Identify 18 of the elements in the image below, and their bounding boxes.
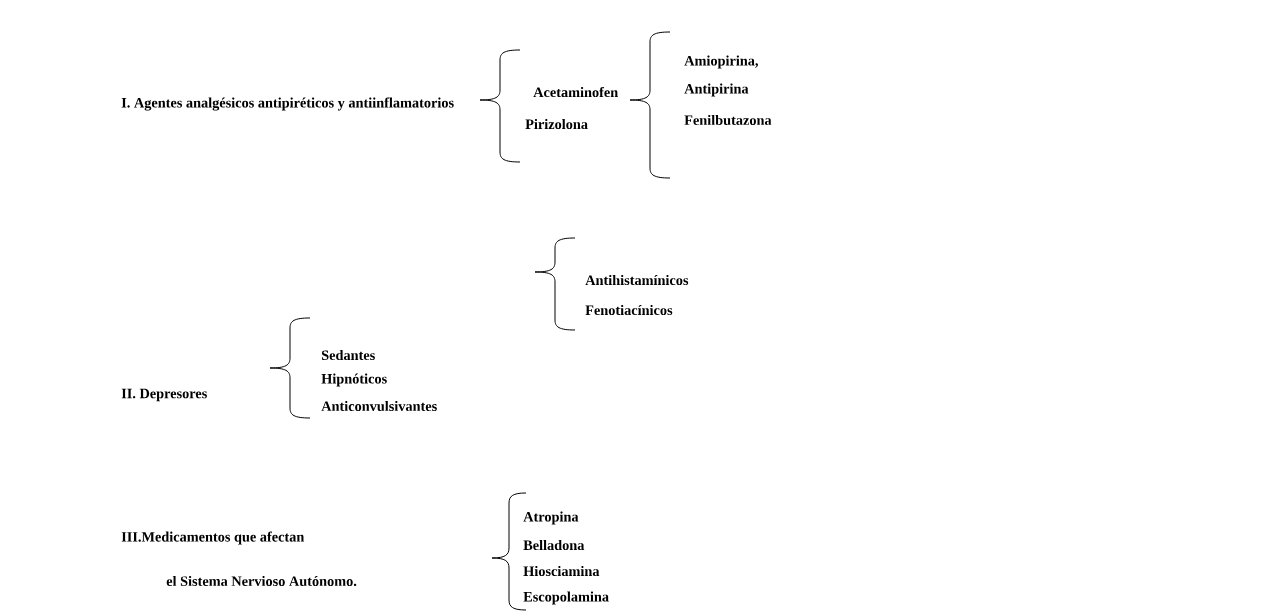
drug-name: Acetaminofen <box>533 86 618 98</box>
category-heading: II. Depresores <box>121 388 207 402</box>
drug-name: Fenilbutazona <box>684 114 772 126</box>
category-heading: III.Medicamentos que afectan <box>121 531 305 545</box>
drug-name: Anticonvulsivantes <box>321 400 437 412</box>
drug-name: Hipnóticos <box>321 373 387 387</box>
drug-name: Sedantes <box>322 349 375 361</box>
drug-name: Antipirina <box>684 83 749 97</box>
drug-name: Escopolamina <box>523 591 609 605</box>
drug-name: Fenotiacínicos <box>585 304 673 316</box>
drug-name: Pirizolona <box>525 118 588 130</box>
drug-name: Amiopirina, <box>684 55 758 69</box>
category-heading: I. Agentes analgésicos antipiréticos y antiinflamatorios <box>121 97 454 111</box>
category-heading: el Sistema Nervioso Autónomo. <box>166 575 357 587</box>
drug-name: Belladona <box>523 539 585 551</box>
drug-name: Hiosciamina <box>523 565 600 577</box>
drug-name: Atropina <box>523 511 579 525</box>
drug-name: Antihistamínicos <box>585 274 689 286</box>
